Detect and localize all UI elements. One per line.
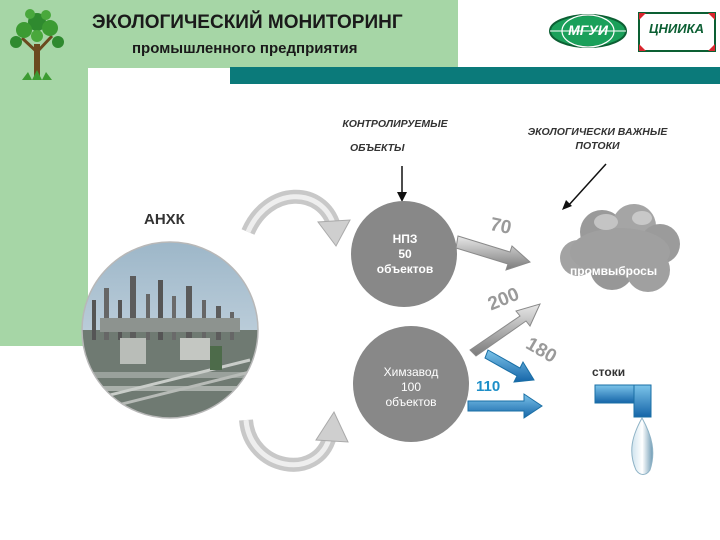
arrow-to-npz xyxy=(397,166,407,202)
npz-unit: объектов xyxy=(376,262,434,276)
controlled-objects-label-line2: ОБЪЕКТЫ xyxy=(350,142,405,154)
flow-value-chem-drains-lower: 110 xyxy=(476,378,501,395)
header-banner xyxy=(0,0,458,68)
npz-node-text: НПЗ 50 объектов xyxy=(355,232,455,277)
chem-plant-unit: объектов xyxy=(385,395,437,409)
tree-icon xyxy=(10,9,64,80)
side-panel xyxy=(0,68,88,346)
eco-flows-label: ЭКОЛОГИЧЕСКИ ВАЖНЫЕ ПОТОКИ xyxy=(505,125,690,153)
water-drop-icon xyxy=(631,416,654,475)
chem-plant-node-text: Химзавод 100 объектов xyxy=(355,365,467,410)
drains-label: стоки xyxy=(592,365,626,379)
mgu-logo-text: МГУИ xyxy=(568,22,608,38)
page-title: ЭКОЛОГИЧЕСКИЙ МОНИТОРИНГ xyxy=(92,12,403,33)
page-subtitle: промышленного предприятия xyxy=(132,40,358,57)
flow-arrow-npz-emissions xyxy=(455,235,531,271)
flow-value-npz-emissions: 70 xyxy=(488,214,514,239)
eco-flows-label-line2: ПОТОКИ xyxy=(575,140,620,152)
chem-plant-count: 100 xyxy=(400,380,422,394)
refinery-photo xyxy=(82,242,258,418)
emissions-label: промвыбросы xyxy=(570,264,658,278)
chem-plant-node xyxy=(353,326,469,442)
arrow-to-emissions xyxy=(562,163,607,210)
controlled-objects-label-line1: КОНТРОЛИРУЕМЫЕ xyxy=(342,118,448,130)
npz-node xyxy=(351,201,457,307)
flow-arrow-chem-emissions xyxy=(469,303,541,357)
flow-arrow-chem-drains-upper xyxy=(484,349,535,383)
npz-count: 50 xyxy=(398,247,412,261)
tsniika-logo-icon xyxy=(638,12,716,52)
drain-pipe-icon xyxy=(594,384,654,475)
emissions-cloud-icon xyxy=(560,204,680,292)
flow-arrow-chem-drains-lower xyxy=(467,393,543,419)
anhk-label: АНХК xyxy=(144,211,185,228)
refinery-photo-border xyxy=(81,241,259,419)
mgu-logo-icon xyxy=(549,14,627,48)
tsniika-logo-text: ЦНИИКА xyxy=(649,21,704,36)
header-accent-bar xyxy=(230,67,720,84)
npz-name: НПЗ xyxy=(392,232,418,246)
curved-arrow-upper xyxy=(241,189,351,247)
curved-arrow-lower xyxy=(239,410,349,472)
chem-plant-name: Химзавод xyxy=(383,365,439,379)
eco-flows-label-line1: ЭКОЛОГИЧЕСКИ ВАЖНЫЕ xyxy=(527,126,668,138)
